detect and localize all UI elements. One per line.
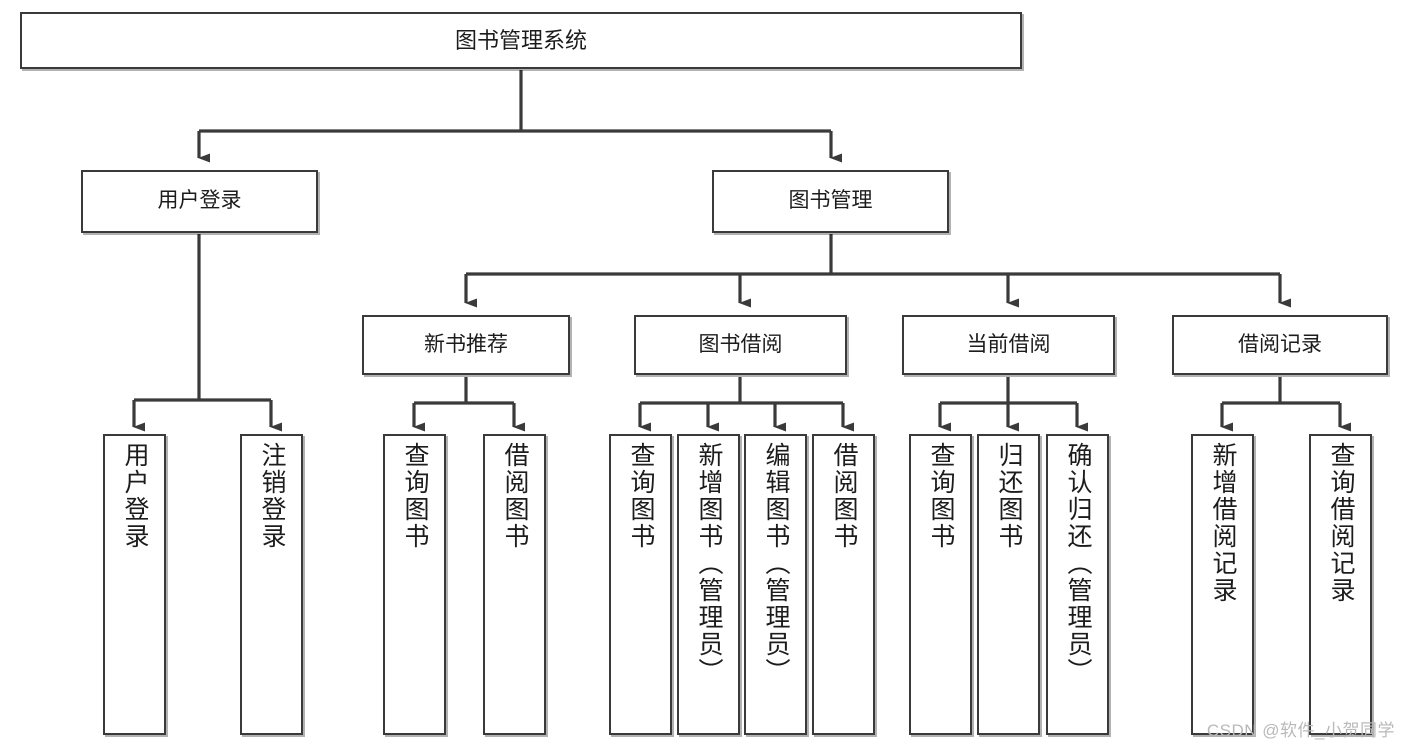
node-borrow-record-label: 借阅记录: [1238, 332, 1322, 356]
node-leaf-return-book-label: 归还图书: [995, 442, 1023, 550]
node-leaf-edit-book-label: 编辑图书（管理员）: [762, 442, 790, 685]
node-new-book-rec-label: 新书推荐: [424, 332, 508, 356]
node-leaf-borrow-book-1[interactable]: 借阅图书: [483, 434, 546, 735]
csdn-watermark: CSDN @软件_小贺同学: [1206, 721, 1395, 740]
node-leaf-query-record[interactable]: 查询借阅记录: [1309, 434, 1372, 735]
node-current-borrow-label: 当前借阅: [966, 332, 1051, 356]
node-leaf-confirm-return[interactable]: 确认归还（管理员）: [1046, 434, 1109, 735]
node-leaf-logout-login-label: 注销登录: [258, 442, 286, 550]
node-leaf-borrow-book-2-label: 借阅图书: [830, 442, 858, 550]
node-current-borrow[interactable]: 当前借阅: [902, 315, 1115, 375]
node-leaf-query-book-1-label: 查询图书: [401, 442, 429, 550]
node-leaf-return-book[interactable]: 归还图书: [977, 434, 1040, 735]
node-borrow-record[interactable]: 借阅记录: [1172, 315, 1388, 375]
node-leaf-add-record-label: 新增借阅记录: [1209, 442, 1237, 604]
node-leaf-add-book[interactable]: 新增图书（管理员）: [677, 434, 740, 735]
node-leaf-borrow-book-1-label: 借阅图书: [501, 442, 529, 550]
node-leaf-user-login-label: 用户登录: [121, 442, 149, 550]
node-book-manage-label: 图书管理: [788, 189, 873, 213]
node-leaf-query-book-3-label: 查询图书: [927, 442, 955, 550]
node-leaf-user-login[interactable]: 用户登录: [103, 434, 166, 735]
node-user-login[interactable]: 用户登录: [81, 170, 318, 233]
node-leaf-add-record[interactable]: 新增借阅记录: [1191, 434, 1254, 735]
node-leaf-query-book-2-label: 查询图书: [627, 442, 655, 550]
node-book-borrow[interactable]: 图书借阅: [634, 315, 847, 375]
node-leaf-edit-book[interactable]: 编辑图书（管理员）: [744, 434, 807, 735]
node-leaf-logout-login[interactable]: 注销登录: [240, 434, 303, 735]
node-leaf-add-book-label: 新增图书（管理员）: [695, 442, 723, 685]
node-user-login-label: 用户登录: [157, 189, 242, 213]
node-new-book-rec[interactable]: 新书推荐: [362, 315, 570, 375]
node-leaf-query-book-2[interactable]: 查询图书: [609, 434, 672, 735]
node-leaf-query-book-3[interactable]: 查询图书: [909, 434, 972, 735]
node-book-manage[interactable]: 图书管理: [712, 170, 949, 233]
node-root[interactable]: 图书管理系统: [20, 12, 1022, 69]
node-book-borrow-label: 图书借阅: [698, 332, 783, 356]
node-leaf-borrow-book-2[interactable]: 借阅图书: [812, 434, 875, 735]
node-leaf-query-book-1[interactable]: 查询图书: [383, 434, 446, 735]
node-leaf-confirm-return-label: 确认归还（管理员）: [1064, 442, 1092, 685]
node-root-label: 图书管理系统: [454, 27, 587, 53]
node-leaf-query-record-label: 查询借阅记录: [1327, 442, 1355, 604]
